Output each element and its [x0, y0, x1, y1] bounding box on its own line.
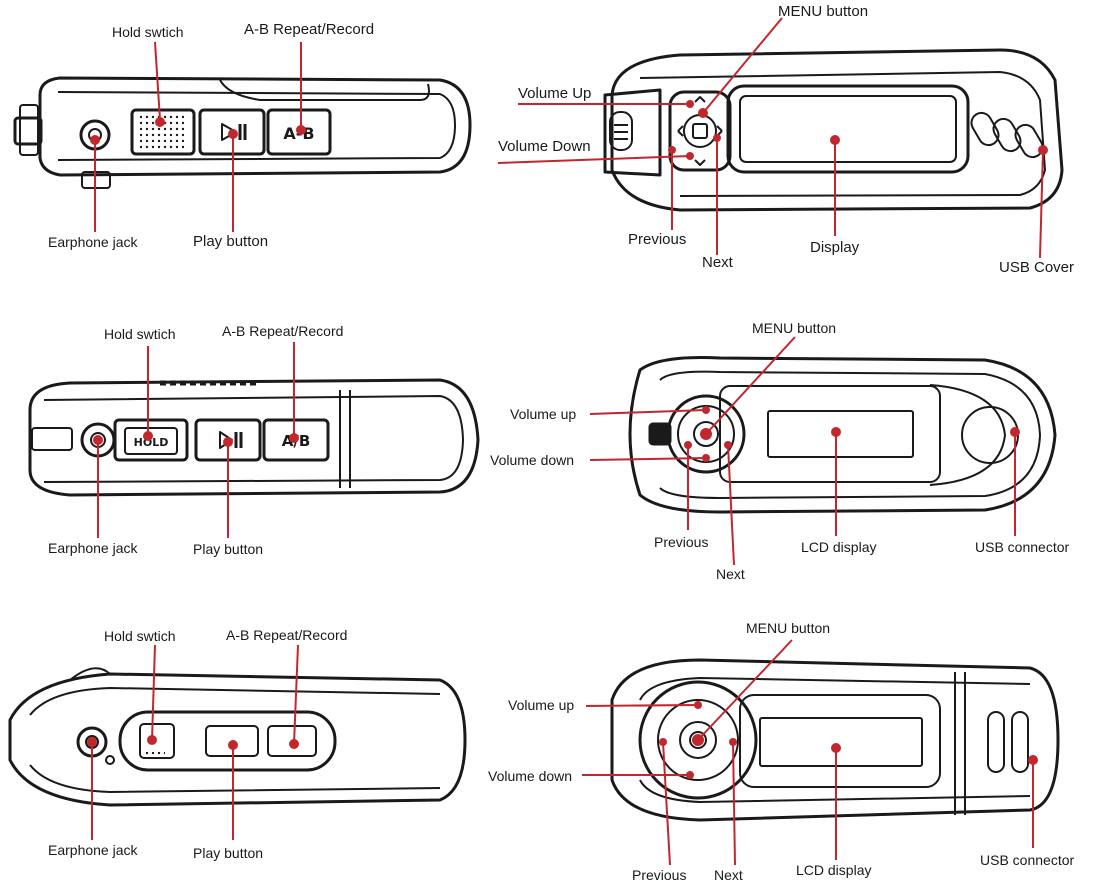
row2-label-volume-down: Volume down: [490, 452, 575, 468]
row2-label-lcd-display: LCD display: [801, 539, 877, 555]
row2-hold-face-label: HOLD: [134, 436, 169, 449]
row1-label-usb-cover: USB Cover: [999, 259, 1075, 276]
row1-label-display: Display: [810, 239, 860, 256]
row3-label-lcd-display: LCD display: [796, 862, 872, 878]
row3-label-ab-repeat: A-B Repeat/Record: [226, 627, 348, 643]
row2-label-volume-up: Volume up: [510, 406, 577, 422]
row1-label-next: Next: [702, 254, 733, 271]
row3-label-volume-up: Volume up: [508, 697, 575, 713]
row3-front-device: [610, 658, 1060, 822]
row1-front-device: [603, 48, 1064, 212]
row3-label-menu-button: MENU button: [746, 620, 831, 636]
row2-label-ab-repeat: A-B Repeat/Record: [222, 323, 344, 339]
row2-label-previous: Previous: [654, 534, 709, 550]
row1-label-volume-up: Volume Up: [518, 85, 592, 102]
row1-side-device: [13, 76, 472, 189]
row3-label-next: Next: [714, 867, 743, 883]
row2-label-hold-switch: Hold swtich: [104, 326, 176, 342]
row3-label-volume-down: Volume down: [488, 768, 573, 784]
row1-label-previous: Previous: [628, 231, 687, 248]
row1-label-volume-down: Volume Down: [498, 138, 591, 155]
row1-label-menu-button: MENU button: [778, 3, 869, 20]
row3-label-earphone-jack: Earphone jack: [48, 842, 138, 858]
row3-side-device: [8, 667, 467, 807]
row2-label-next: Next: [716, 566, 745, 582]
row2-label-earphone-jack: Earphone jack: [48, 540, 138, 556]
row2-label-usb-connector: USB connector: [975, 539, 1070, 555]
callout-lines: [91, 17, 1044, 866]
row1-label-hold-switch: Hold swtich: [112, 24, 184, 40]
row3-label-previous: Previous: [632, 867, 687, 883]
row1-label-ab-repeat: A-B Repeat/Record: [244, 21, 375, 38]
row3-label-play-button: Play button: [193, 845, 264, 861]
row2-front-device: [628, 356, 1057, 514]
row3-label-hold-switch: Hold swtich: [104, 628, 176, 644]
row2-label-menu-button: MENU button: [752, 320, 837, 336]
row2-label-play-button: Play button: [193, 541, 264, 557]
row3-label-usb-connector: USB connector: [980, 852, 1075, 868]
row1-label-play-button: Play button: [193, 233, 269, 250]
callout-dots: [87, 100, 1048, 779]
row1-label-earphone-jack: Earphone jack: [48, 234, 138, 250]
